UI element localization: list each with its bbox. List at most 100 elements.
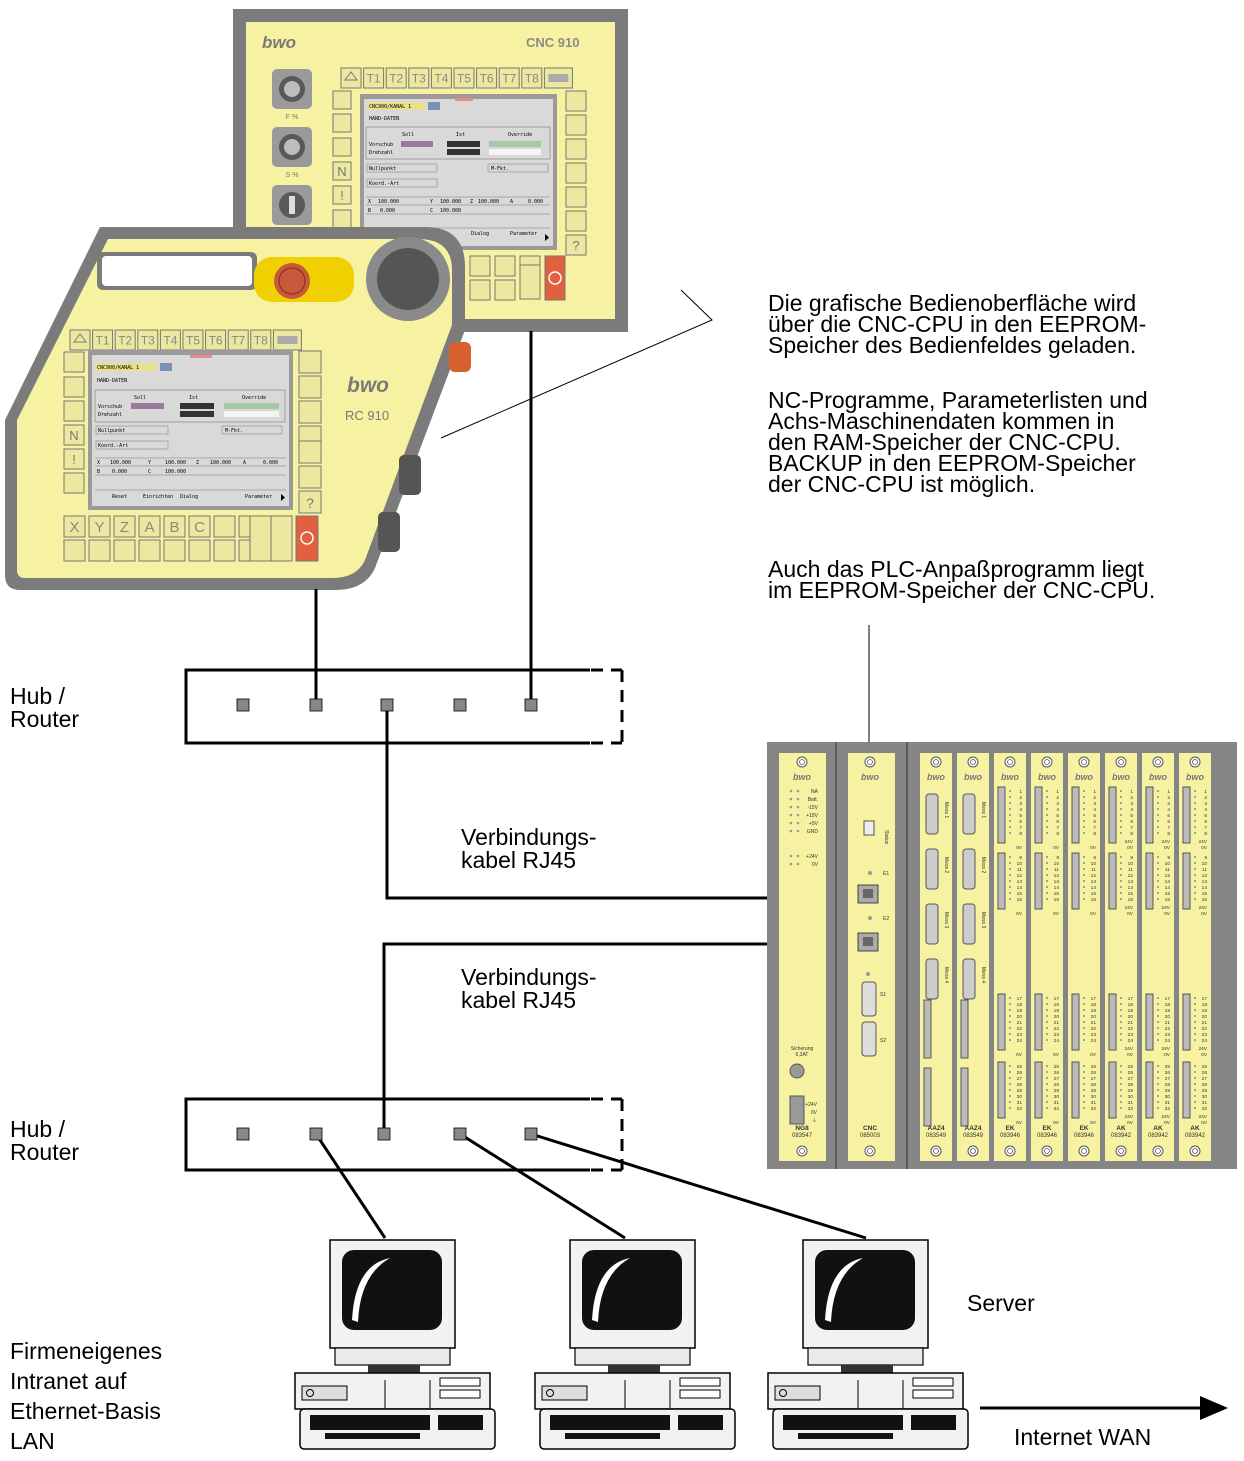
pin-label: 12 bbox=[1165, 873, 1171, 879]
pin-label: 24V bbox=[1198, 839, 1207, 845]
pin-label: 1 bbox=[1056, 789, 1059, 795]
rc-axis-key-b[interactable]: B bbox=[164, 516, 185, 537]
rc-axis-key-a[interactable]: A bbox=[139, 516, 160, 537]
pin-label: 14 bbox=[1128, 885, 1134, 891]
pin-label: 0V bbox=[1201, 1052, 1208, 1058]
pin-label: 2 bbox=[1019, 795, 1022, 801]
rc-arrow-up-key[interactable] bbox=[70, 330, 90, 350]
rc-handwheel[interactable] bbox=[377, 248, 439, 310]
cnc-key-t6[interactable]: T6 bbox=[477, 68, 497, 88]
cnc-keyboard-key[interactable] bbox=[544, 68, 572, 88]
server-label: Server bbox=[967, 1292, 1035, 1315]
cnc-model-label: CNC 910 bbox=[526, 35, 579, 50]
cnc-key-t7[interactable]: T7 bbox=[499, 68, 519, 88]
pin-label: 19 bbox=[1202, 1008, 1208, 1014]
pin-label: 0V bbox=[1201, 911, 1208, 917]
pin-label: 28 bbox=[1017, 1082, 1023, 1088]
pin-label: 19 bbox=[1054, 1008, 1060, 1014]
cnc-key-t5[interactable]: T5 bbox=[454, 68, 474, 88]
terminal-block bbox=[1183, 994, 1190, 1050]
pin-label: 6 bbox=[1056, 819, 1059, 825]
rack-card-ak: bwo1234567824V0V91011121314151624V0V1718… bbox=[1142, 753, 1174, 1161]
hub1-port-3 bbox=[381, 699, 393, 711]
pin-label: 1 bbox=[1019, 789, 1022, 795]
cnc-key-label: T3 bbox=[412, 71, 426, 85]
power-pin-label: +24V bbox=[805, 1102, 817, 1108]
hub2-port-1 bbox=[237, 1128, 249, 1140]
power-pin-label: 0V bbox=[811, 1110, 818, 1116]
pin-label: 24V bbox=[1198, 905, 1207, 911]
rc-key-t1[interactable]: T1 bbox=[93, 330, 113, 350]
rc-stop-key[interactable] bbox=[296, 516, 318, 561]
rc-enable-button[interactable] bbox=[449, 342, 471, 372]
key-switch[interactable] bbox=[272, 185, 312, 225]
pin-label: 4 bbox=[1167, 807, 1170, 813]
cnc-key-t3[interactable]: T3 bbox=[409, 68, 429, 88]
cnc-softkey-dialog[interactable]: Dialog bbox=[471, 231, 489, 237]
rc-axis-key-c[interactable]: C bbox=[189, 516, 210, 537]
rc-key-t4[interactable]: T4 bbox=[160, 330, 180, 350]
pin-label: 1 bbox=[1167, 789, 1170, 795]
pin-label: 4 bbox=[1019, 807, 1022, 813]
terminal-block bbox=[1035, 787, 1042, 843]
pin-label: 5 bbox=[1056, 813, 1059, 819]
hub1-port-5 bbox=[525, 699, 537, 711]
screw-icon bbox=[931, 757, 941, 767]
cnc-axis-a: A bbox=[510, 199, 513, 205]
cable-label-bottom: Verbindungs- kabel RJ45 bbox=[461, 966, 597, 1012]
rc-softkey-reset[interactable]: Reset bbox=[112, 494, 127, 500]
spindle-override-knob[interactable] bbox=[272, 127, 312, 167]
pin-label: 15 bbox=[1165, 891, 1171, 897]
psu-indicator-label: +5V bbox=[809, 821, 819, 827]
cnc-stop-key[interactable] bbox=[545, 256, 565, 300]
rack-brand-logo: bwo bbox=[1149, 772, 1167, 782]
card-number: 085003 bbox=[860, 1133, 881, 1139]
feed-override-knob[interactable] bbox=[272, 69, 312, 109]
rc-key-t3[interactable]: T3 bbox=[138, 330, 158, 350]
rc-key-t6[interactable]: T6 bbox=[206, 330, 226, 350]
rc-keyboard-key[interactable] bbox=[273, 330, 301, 350]
pin-label: 0V bbox=[1164, 1120, 1171, 1126]
hub1-port-1 bbox=[237, 699, 249, 711]
cpu-status-label: Status bbox=[883, 830, 889, 845]
cnc-screen-header: HAND-DATEN bbox=[369, 116, 399, 122]
cnc-brand-logo: bwo bbox=[262, 33, 296, 52]
pin-label: 22 bbox=[1202, 1026, 1208, 1032]
pin-label: 0V bbox=[1053, 845, 1060, 851]
pin-label: 0V bbox=[1053, 1052, 1060, 1058]
pin-label: 30 bbox=[1165, 1094, 1171, 1100]
rc-softkey-einrichten[interactable]: Einrichten bbox=[143, 494, 173, 500]
cnc-key-t8[interactable]: T8 bbox=[522, 68, 542, 88]
pin-label: 0V bbox=[1164, 1052, 1171, 1058]
pin-label: 0V bbox=[1090, 845, 1097, 851]
pin-label: 30 bbox=[1128, 1094, 1134, 1100]
pin-label: 0V bbox=[1127, 1052, 1134, 1058]
encoder-label: Mess 3 bbox=[943, 912, 949, 928]
cnc-key-t2[interactable]: T2 bbox=[386, 68, 406, 88]
rc-softkey-dialog[interactable]: Dialog bbox=[180, 494, 198, 500]
cnc-softkey-parameter[interactable]: Parameter bbox=[510, 231, 537, 237]
rc-key-t2[interactable]: T2 bbox=[115, 330, 135, 350]
terminal-block bbox=[1072, 1062, 1079, 1118]
rc-axis-key-y[interactable]: Y bbox=[89, 516, 110, 537]
pin-label: 6 bbox=[1204, 819, 1207, 825]
cable-label-top: Verbindungs- kabel RJ45 bbox=[461, 826, 597, 872]
rack-brand-logo: bwo bbox=[1038, 772, 1056, 782]
rc-softkey-parameter[interactable]: Parameter bbox=[245, 494, 272, 500]
cnc-arrow-up-key[interactable] bbox=[341, 68, 361, 88]
rc-axis-key-x[interactable]: X bbox=[64, 516, 85, 537]
cnc-key-t1[interactable]: T1 bbox=[364, 68, 384, 88]
pin-label: 31 bbox=[1054, 1100, 1060, 1106]
pin-label: 8 bbox=[1167, 831, 1170, 837]
cnc-row-drehzahl: Drehzahl bbox=[369, 150, 393, 156]
pin-label: 31 bbox=[1091, 1100, 1097, 1106]
rc-key-t7[interactable]: T7 bbox=[228, 330, 248, 350]
rc-key-t8[interactable]: T8 bbox=[251, 330, 271, 350]
screw-icon bbox=[1153, 757, 1163, 767]
rc-key-t5[interactable]: T5 bbox=[183, 330, 203, 350]
rc-axis-key-z[interactable]: Z bbox=[114, 516, 135, 537]
cnc-right-keys[interactable]: ? bbox=[566, 91, 586, 255]
cnc-axis-y-value: 100.000 bbox=[440, 199, 461, 205]
cnc-key-t4[interactable]: T4 bbox=[431, 68, 451, 88]
pin-label: 21 bbox=[1017, 1020, 1023, 1026]
